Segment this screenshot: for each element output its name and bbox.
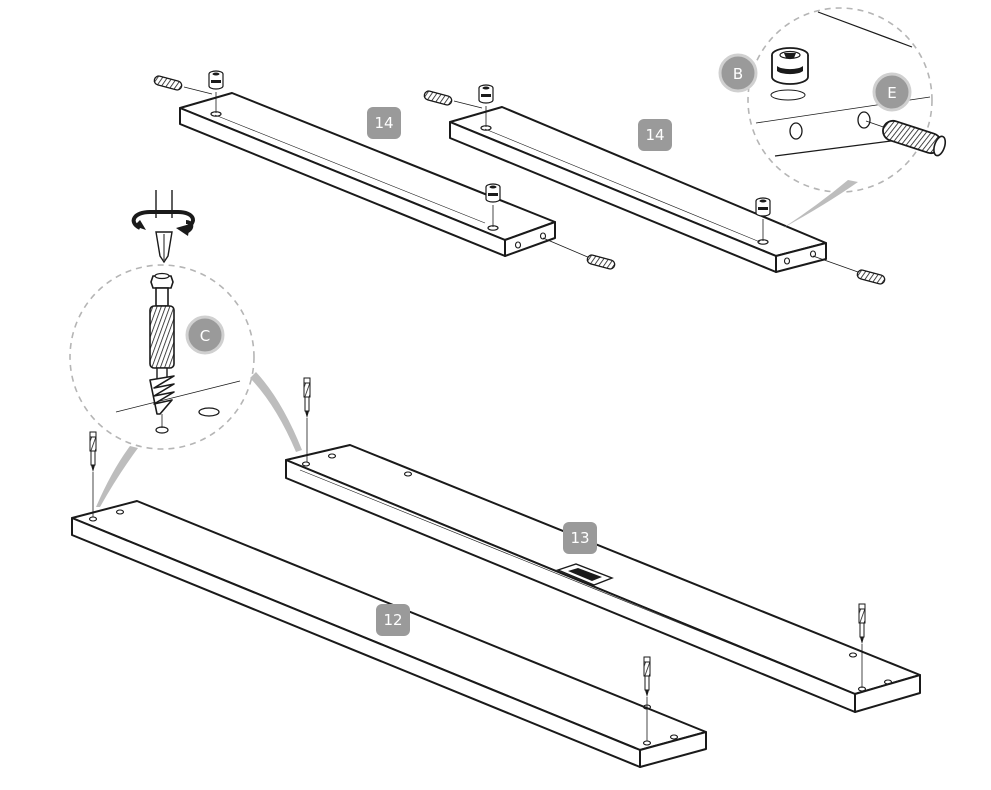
- callout-badge-c: C: [185, 315, 225, 355]
- callout-pointer-c-right: [250, 372, 302, 452]
- camlock-14-left-top: [208, 70, 224, 113]
- hinge-plate-icon: [556, 563, 614, 586]
- part-number-label: 13: [570, 529, 589, 547]
- panel-14-left: [179, 92, 556, 257]
- panel-14-right: [449, 106, 827, 273]
- camlock-14-left-bottom: [485, 183, 501, 227]
- rotate-arrow-icon: [131, 210, 195, 236]
- dowel-detail-icon: [865, 119, 947, 157]
- cam-bolt-12-bottom: [643, 656, 651, 741]
- callout-badge-b: B: [718, 53, 758, 93]
- callout-letter-e: E: [887, 84, 896, 102]
- dowel-14-left-top: [152, 74, 213, 95]
- part-badge-12: 12: [376, 604, 410, 636]
- cam-bolt-13-top: [303, 377, 311, 462]
- part-number-label: 12: [383, 611, 402, 629]
- part-badge-14-left: 14: [367, 107, 401, 139]
- callout-badge-e: E: [872, 72, 912, 112]
- part-badge-13: 13: [563, 522, 597, 554]
- camlock-14-right-top: [478, 84, 494, 127]
- panel-13: [285, 444, 921, 713]
- dowel-14-right-top: [422, 89, 483, 109]
- cam-bolt-12-top: [89, 431, 97, 517]
- dowel-14-right-bottom: [812, 255, 887, 286]
- dowel-14-left-bottom: [542, 237, 617, 271]
- camlock-14-right-bottom: [755, 197, 771, 241]
- screwdriver-icon: [155, 190, 173, 264]
- camlock-detail-icon: [771, 47, 809, 85]
- callout-letter-c: C: [200, 327, 210, 345]
- callout-pointer-c-left: [96, 446, 138, 507]
- cam-bolt-13-bottom: [858, 603, 866, 688]
- part-number-label: 14: [374, 114, 393, 132]
- part-badge-14-right: 14: [638, 119, 672, 151]
- cam-bolt-detail-icon: [149, 272, 175, 428]
- callout-pointer-be: [783, 180, 858, 228]
- callout-letter-b: B: [733, 65, 743, 83]
- part-number-label: 14: [645, 126, 664, 144]
